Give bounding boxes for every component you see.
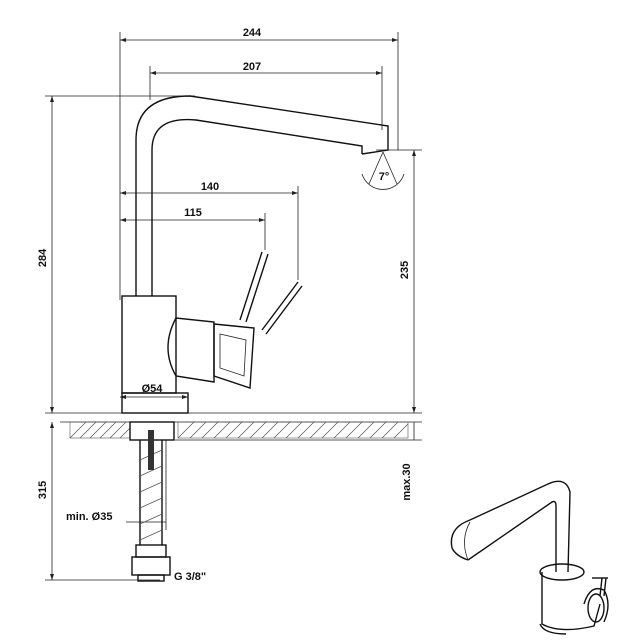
dim-spout-angle: 7°: [379, 171, 390, 183]
faucet-side-view: [121, 95, 389, 582]
dim-total-height: 284: [37, 248, 49, 267]
dim-lever-reach-outer: 140: [201, 181, 219, 193]
dim-overall-width: 244: [243, 27, 262, 39]
dim-lever-reach-inner: 115: [184, 207, 202, 219]
dim-spout-height: 235: [399, 261, 411, 279]
dim-connection-thread: G 3/8": [174, 571, 206, 583]
dimension-lines: [45, 32, 422, 581]
dim-spout-reach: 207: [243, 61, 261, 73]
faucet-perspective-thumbnail: [450, 480, 609, 635]
dim-below-counter-length: 315: [37, 481, 49, 499]
dim-min-hole-diameter: min. Ø35: [66, 511, 112, 523]
countertop-section: [69, 421, 409, 439]
dim-base-diameter: Ø54: [142, 383, 164, 395]
dim-max-counter-thickness: max.30: [401, 463, 413, 500]
